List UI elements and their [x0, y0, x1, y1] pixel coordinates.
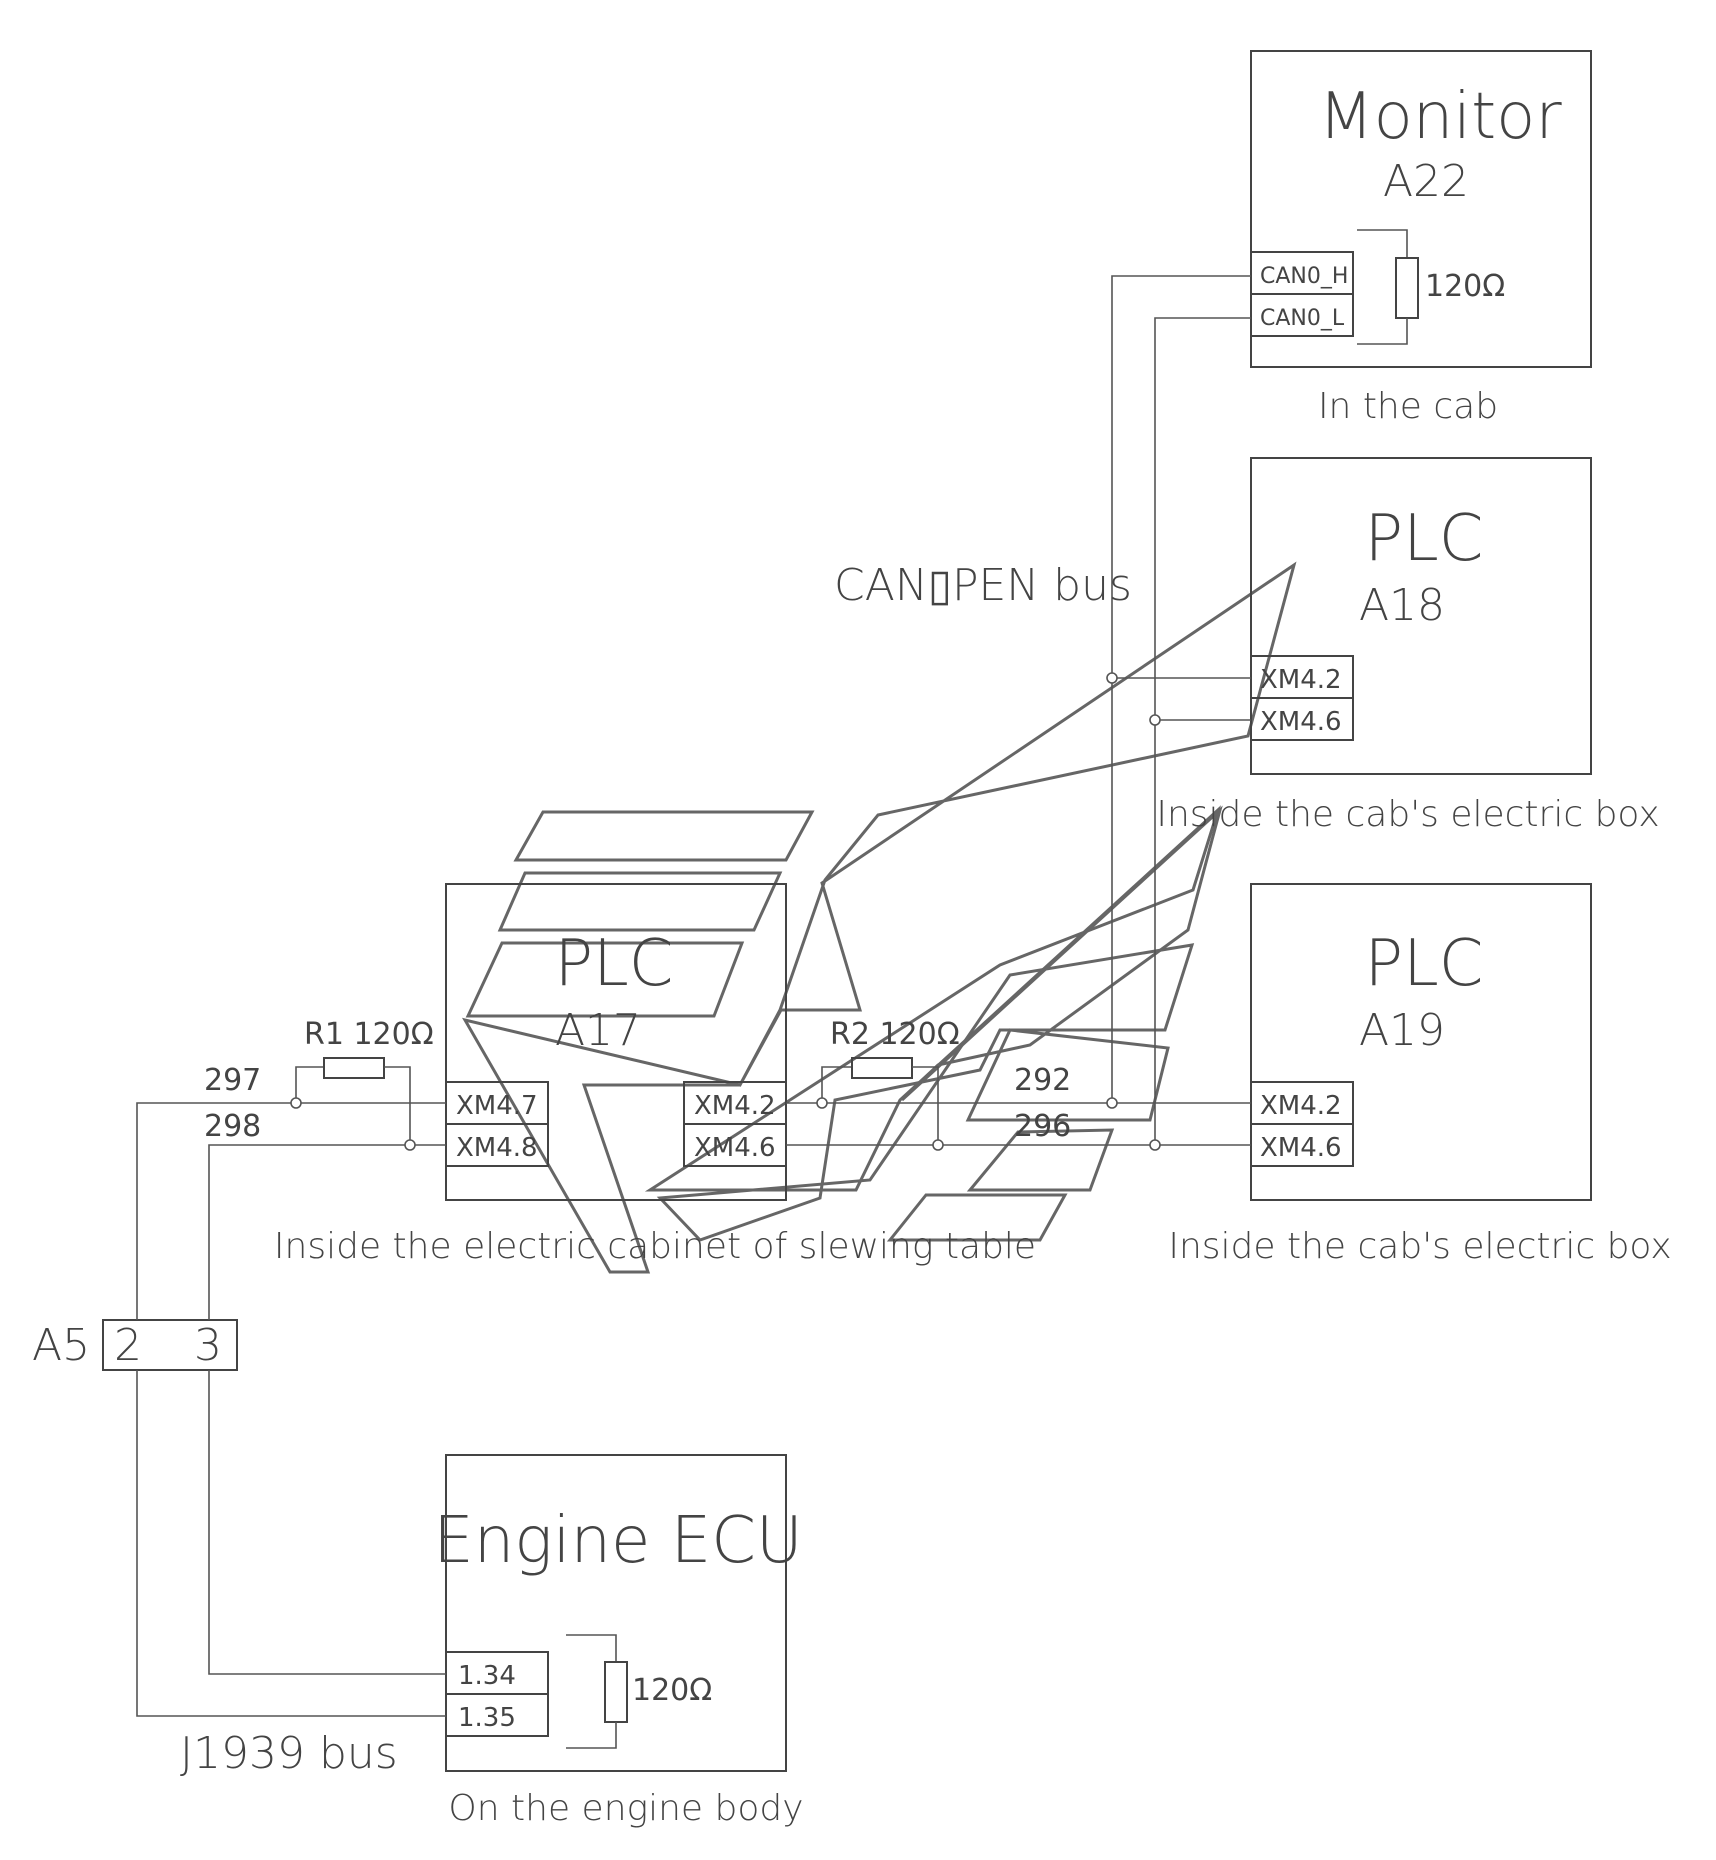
- plc-a18-title: PLC: [1365, 502, 1484, 576]
- plc-a19-location: Inside the cab's electric box: [1168, 1226, 1671, 1267]
- monitor-pin-canl: CAN0_L: [1260, 306, 1345, 331]
- plc-a17-pin-xm42: XM4.2: [694, 1091, 776, 1121]
- monitor-title: Monitor: [1318, 80, 1562, 154]
- engine-ecu-title: Engine ECU: [433, 1504, 802, 1578]
- plc-a19-id: A19: [1359, 1005, 1445, 1056]
- monitor-terminator-resistor: [1395, 257, 1419, 319]
- j1939-bus-label: J1939 bus: [180, 1728, 398, 1779]
- connector-a5-pin3: 3: [194, 1320, 222, 1371]
- canopen-wiring: [786, 275, 1251, 1151]
- r1-label: R1 120Ω: [304, 1017, 434, 1052]
- monitor-pin-box-l: [1250, 293, 1354, 337]
- plc-a18-pin-xm46: XM4.6: [1260, 707, 1342, 737]
- wire-292: 292: [1014, 1063, 1071, 1098]
- canopen-bus-label: CAN▯PEN bus: [834, 560, 1132, 611]
- plc-a17-title: PLC: [555, 927, 674, 1001]
- plc-a18-module: PLC A18 XM4.2 XM4.6: [1250, 457, 1592, 775]
- engine-ecu-pin-134: 1.34: [458, 1661, 516, 1691]
- wire-297: 297: [204, 1063, 261, 1098]
- plc-a17-location: Inside the electric cabinet of slewing t…: [274, 1226, 1036, 1267]
- plc-a19-pin-xm42: XM4.2: [1260, 1091, 1342, 1121]
- plc-a18-pin-xm42: XM4.2: [1260, 665, 1342, 695]
- wire-296: 296: [1014, 1109, 1071, 1144]
- ecu-terminator-resistor: [604, 1661, 628, 1723]
- plc-a17-pin-xm48: XM4.8: [456, 1133, 538, 1163]
- ecu-resistor-label: 120Ω: [632, 1673, 712, 1708]
- r2-resistor: [851, 1057, 913, 1079]
- plc-a18-location: Inside the cab's electric box: [1156, 794, 1659, 835]
- connector-a5-pin2: 2: [114, 1320, 142, 1371]
- monitor-module: Monitor A22 CAN0_H CAN0_L 120Ω: [1250, 50, 1592, 368]
- plc-a19-pin-xm46: XM4.6: [1260, 1133, 1342, 1163]
- plc-a17-id: A17: [555, 1005, 641, 1056]
- monitor-pin-canh: CAN0_H: [1260, 264, 1348, 289]
- connector-a5: A5 2 3: [32, 1319, 238, 1371]
- monitor-resistor-label: 120Ω: [1425, 269, 1505, 304]
- connector-a5-label: A5: [32, 1320, 90, 1371]
- monitor-location: In the cab: [1318, 386, 1498, 427]
- engine-ecu-pin-135: 1.35: [458, 1703, 516, 1733]
- plc-a17-pin-xm46: XM4.6: [694, 1133, 776, 1163]
- engine-ecu-location: On the engine body: [448, 1788, 803, 1829]
- r1-resistor: [323, 1057, 385, 1079]
- plc-a17-module: PLC A17 XM4.7 XM4.8 XM4.2 XM4.6: [445, 883, 787, 1201]
- plc-a19-module: PLC A19 XM4.2 XM4.6: [1250, 883, 1592, 1201]
- monitor-id: A22: [1383, 156, 1469, 207]
- r2-label: R2 120Ω: [830, 1017, 960, 1052]
- engine-ecu-module: Engine ECU 1.34 1.35 120Ω: [433, 1454, 803, 1772]
- plc-a19-title: PLC: [1365, 927, 1484, 1001]
- plc-a17-pin-xm47: XM4.7: [456, 1091, 538, 1121]
- wire-298: 298: [204, 1109, 261, 1144]
- plc-a18-id: A18: [1359, 580, 1445, 631]
- j1939-wiring: [136, 1057, 446, 1717]
- watermark-logo: [461, 561, 1297, 1274]
